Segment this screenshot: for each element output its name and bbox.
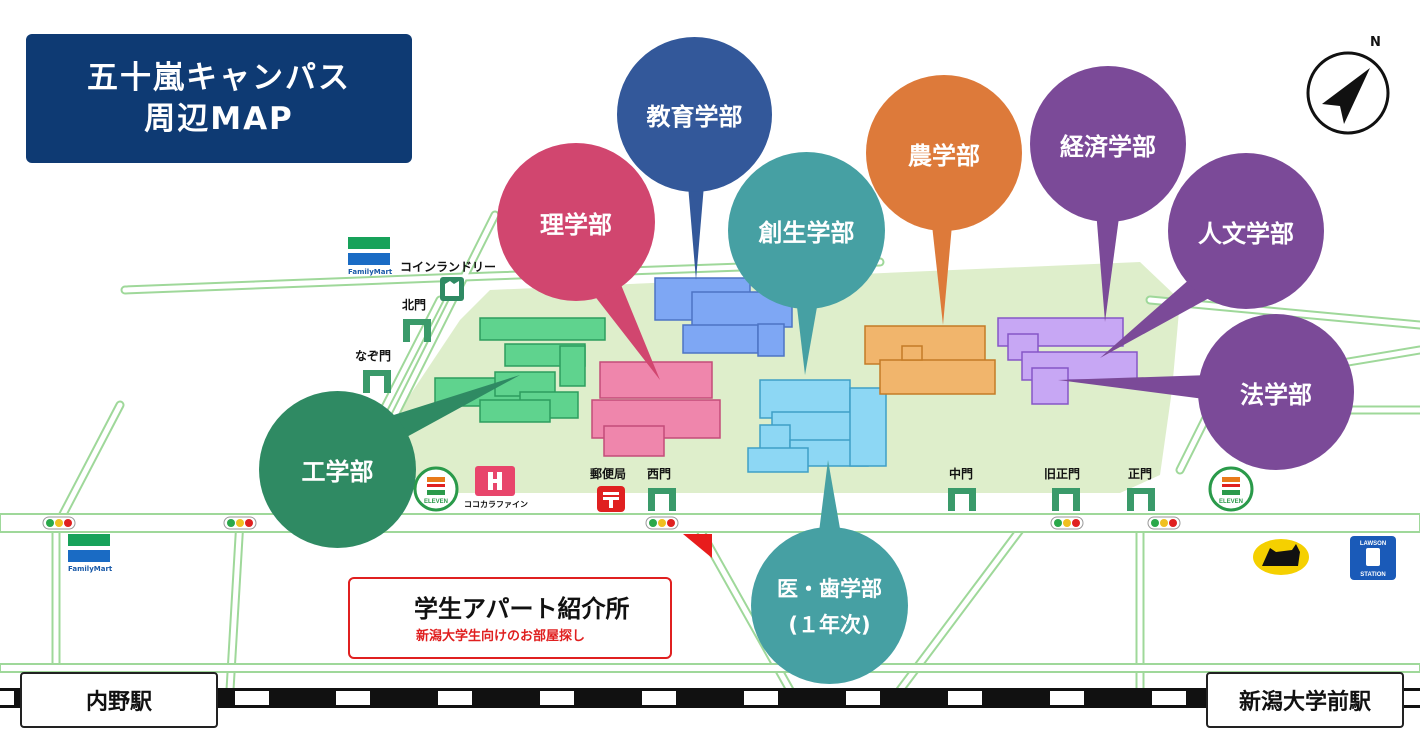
svg-text:ELEVEN: ELEVEN <box>424 499 448 505</box>
kyoiku-buildings <box>654 277 793 357</box>
familymart-logo-icon <box>68 534 110 562</box>
nogaku-buildings <box>864 325 996 395</box>
traffic-light <box>1050 516 1084 530</box>
familymart-label: FamilyMart <box>348 268 393 276</box>
main-gate-marker <box>1127 488 1155 511</box>
nogaku-bubble[interactable]: 農学部 <box>866 75 1022 231</box>
bottom-road <box>0 663 1420 673</box>
uchino-station-label: 内野駅 <box>85 690 152 715</box>
kyoiku-bubble[interactable]: 教育学部 <box>617 37 772 192</box>
familymart-logo-icon <box>348 237 390 265</box>
jinbun-label: 人文学部 <box>1198 219 1294 248</box>
kogaku-bubble[interactable]: 工学部 <box>259 391 416 548</box>
nogaku-label: 農学部 <box>908 141 980 170</box>
west-gate-marker <box>648 488 676 511</box>
agency-location-marker <box>683 534 712 558</box>
map-title-box: 五十嵐キャンパス 周辺MAP <box>26 34 412 163</box>
north-gate-marker <box>403 319 431 342</box>
old-main-gate-marker <box>1052 488 1080 511</box>
rigaku-bubble[interactable]: 理学部 <box>497 143 655 301</box>
svg-text:ELEVEN: ELEVEN <box>1219 499 1243 505</box>
agency-subtitle: 新潟大学生向けのお部屋探し <box>416 629 586 644</box>
niigata-daigakumae-station-box: 新潟大学前駅 <box>1206 672 1404 728</box>
traffic-light <box>223 516 257 530</box>
compass-icon <box>1306 51 1390 135</box>
north-gate-label: 北門 <box>402 298 427 312</box>
cocokara-fine-logo-icon <box>475 466 515 496</box>
rigaku-label: 理学部 <box>540 210 612 239</box>
ishi-bubble[interactable]: 医・歯学部 (１年次) <box>751 527 908 684</box>
compass-north-mark: N <box>1370 35 1381 50</box>
niigata-daigakumae-station-label: 新潟大学前駅 <box>1238 690 1371 715</box>
bubble-tails <box>378 185 1220 540</box>
sosei-buildings <box>747 379 887 473</box>
railway <box>0 688 1420 708</box>
traffic-light <box>1147 516 1181 530</box>
sosei-bubble[interactable]: 創生学部 <box>728 152 885 309</box>
svg-text:LAWSON: LAWSON <box>1360 541 1386 547</box>
seven-eleven-logo-icon: ELEVEN <box>1208 466 1254 512</box>
sosei-label: 創生学部 <box>758 219 855 247</box>
hogaku-bubble[interactable]: 法学部 <box>1198 314 1354 470</box>
post-office-label: 郵便局 <box>590 467 627 481</box>
lawson-station-logo-icon: LAWSON STATION <box>1350 536 1396 580</box>
middle-gate-marker <box>948 488 976 511</box>
yamato-delivery-icon <box>1253 539 1309 575</box>
map-title-line2: 周辺MAP <box>144 100 294 137</box>
keizai-label: 経済学部 <box>1060 132 1156 161</box>
map-title-line1: 五十嵐キャンパス <box>87 59 351 96</box>
rigaku-buildings <box>591 361 721 457</box>
cocokara-label: ココカラファイン <box>464 500 528 509</box>
familymart-label: FamilyMart <box>68 565 113 573</box>
jinbun-bubble[interactable]: 人文学部 <box>1168 153 1324 309</box>
traffic-light <box>42 516 76 530</box>
old-main-gate-label: 旧正門 <box>1044 467 1081 481</box>
traffic-light <box>645 516 679 530</box>
uchino-station-box: 内野駅 <box>20 672 218 728</box>
kyoiku-label: 教育学部 <box>646 103 743 131</box>
main-gate-label: 正門 <box>1128 467 1153 481</box>
main-road <box>0 513 1420 533</box>
laundry-icon <box>440 277 464 301</box>
svg-text:STATION: STATION <box>1360 572 1385 578</box>
hogaku-label: 法学部 <box>1240 380 1312 409</box>
humanities-buildings <box>997 317 1138 405</box>
nazo-gate-label: なぞ門 <box>355 349 392 363</box>
ishi-label-line1: 医・歯学部 <box>777 576 882 601</box>
agency-title: 学生アパート紹介所 <box>414 595 630 623</box>
west-gate-label: 西門 <box>647 467 672 481</box>
apartment-agency-box[interactable]: 学生アパート紹介所 新潟大学生向けのお部屋探し <box>348 577 672 659</box>
seven-eleven-logo-icon: ELEVEN <box>413 466 459 512</box>
nazo-gate-marker <box>363 370 391 393</box>
laundry-label: コインランドリー <box>400 260 497 274</box>
traffic-lights <box>42 516 1181 530</box>
ishi-label-line2: (１年次) <box>788 612 871 637</box>
gate-markers <box>363 319 1155 511</box>
post-office-icon <box>597 486 625 512</box>
middle-gate-label: 中門 <box>949 467 974 481</box>
keizai-bubble[interactable]: 経済学部 <box>1030 66 1186 222</box>
kogaku-label: 工学部 <box>301 458 374 486</box>
